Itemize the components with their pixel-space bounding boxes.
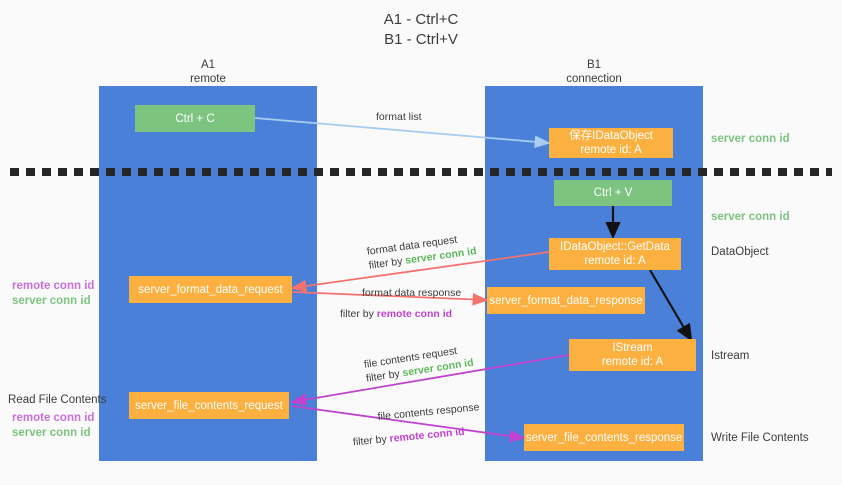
box-server-file-contents-request[interactable]: server_file_contents_request bbox=[129, 392, 289, 419]
edge-label-format-data-response: format data response filter by remote co… bbox=[340, 286, 462, 321]
box-istream[interactable]: IStream remote id: A bbox=[569, 339, 696, 371]
filter-prefix: filter by bbox=[365, 367, 404, 385]
column-header-a1: A1 remote bbox=[99, 58, 317, 86]
edge-label-format-data-request: format data request filter by server con… bbox=[366, 230, 477, 272]
box-istream-line1: IStream bbox=[612, 342, 653, 354]
box-getdata[interactable]: IDataObject::GetData remote id: A bbox=[549, 238, 681, 270]
annotation-server-conn-id-mid: server conn id bbox=[711, 211, 790, 223]
column-a1-subtitle: remote bbox=[190, 73, 226, 85]
filter-value: remote conn id bbox=[389, 425, 466, 445]
column-b1-subtitle: connection bbox=[566, 73, 622, 85]
box-server-file-contents-response-label: server_file_contents_response bbox=[525, 431, 683, 444]
box-getdata-line2: remote id: A bbox=[584, 255, 646, 267]
box-istream-line2: remote id: A bbox=[601, 356, 664, 368]
edge-label-format-list-text: format list bbox=[376, 111, 422, 123]
edge-label-format-data-response-title: format data response bbox=[362, 287, 462, 299]
phase-divider bbox=[10, 168, 832, 176]
box-dataobject-store-line1: 保存IDataObject bbox=[569, 130, 653, 142]
box-dataobject-store[interactable]: 保存IDataObject remote id: A bbox=[549, 128, 673, 158]
title-line-2: B1 - Ctrl+V bbox=[384, 31, 458, 48]
box-server-format-data-response[interactable]: server_format_data_response bbox=[487, 287, 645, 314]
annotation-dataobject: DataObject bbox=[711, 246, 769, 258]
annotation-server-conn-id-top: server conn id bbox=[711, 133, 790, 145]
annotation-server-conn-id-bottom: server conn id bbox=[12, 427, 91, 439]
box-server-file-contents-request-label: server_file_contents_request bbox=[135, 399, 283, 412]
box-server-format-data-request[interactable]: server_format_data_request bbox=[129, 276, 292, 303]
column-b1-name: B1 bbox=[586, 59, 602, 71]
annotation-write-file-contents: Write File Contents bbox=[711, 432, 809, 444]
edge-label-format-data-response-filter: filter by remote conn id bbox=[340, 307, 461, 321]
filter-prefix: filter by bbox=[352, 432, 391, 449]
annotation-remote-conn-id-bottom: remote conn id bbox=[12, 412, 95, 424]
page-title: A1 - Ctrl+C B1 - Ctrl+V bbox=[0, 10, 842, 50]
filter-prefix: filter by bbox=[340, 308, 377, 320]
edge-label-file-contents-response: file contents response filter by remote … bbox=[352, 400, 482, 448]
edge-label-format-list: format list bbox=[376, 110, 422, 124]
annotation-server-conn-id-mid-left: server conn id bbox=[12, 295, 91, 307]
annotation-istream: Istream bbox=[711, 350, 750, 362]
box-ctrl-c-label: Ctrl + C bbox=[175, 112, 215, 125]
annotation-read-file-contents: Read File Contents bbox=[8, 394, 107, 406]
box-ctrl-v[interactable]: Ctrl + V bbox=[554, 180, 672, 206]
filter-value: remote conn id bbox=[376, 308, 453, 320]
box-server-file-contents-response[interactable]: server_file_contents_response bbox=[524, 424, 684, 451]
box-ctrl-v-label: Ctrl + V bbox=[593, 187, 633, 199]
box-getdata-line1: IDataObject::GetData bbox=[560, 241, 670, 253]
edge-label-file-contents-request: file contents request filter by server c… bbox=[363, 342, 475, 386]
title-line-1: A1 - Ctrl+C bbox=[383, 11, 459, 28]
edge-label-file-contents-response-filter: filter by remote conn id bbox=[352, 423, 482, 449]
box-server-format-data-response-label: server_format_data_response bbox=[489, 294, 643, 307]
box-ctrl-c[interactable]: Ctrl + C bbox=[135, 105, 255, 132]
column-header-b1: B1 connection bbox=[485, 58, 703, 86]
annotation-remote-conn-id-mid: remote conn id bbox=[12, 280, 95, 292]
edge-label-file-contents-response-title: file contents response bbox=[377, 401, 480, 423]
box-server-format-data-request-label: server_format_data_request bbox=[138, 283, 283, 296]
box-dataobject-store-line2: remote id: A bbox=[580, 144, 642, 156]
column-a1-name: A1 bbox=[200, 59, 216, 71]
filter-prefix: filter by bbox=[368, 254, 407, 272]
